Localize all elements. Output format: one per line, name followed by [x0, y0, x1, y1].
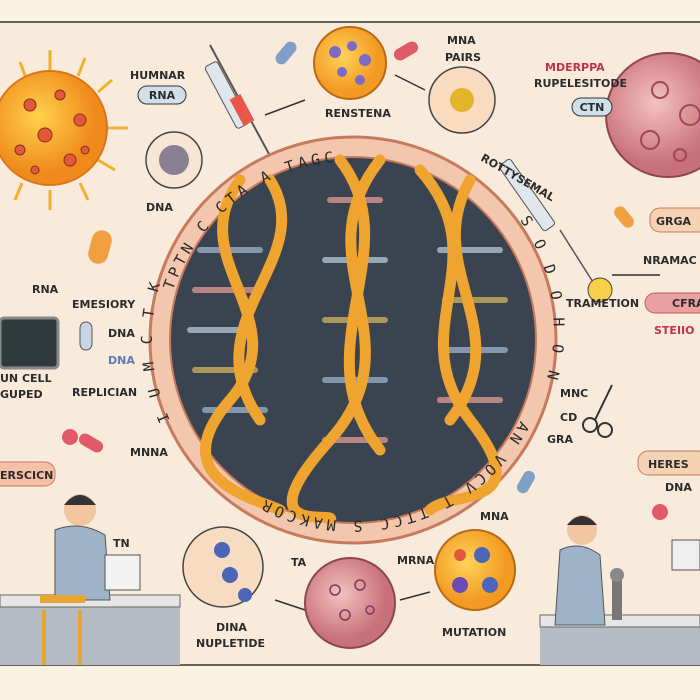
- syringe-icon: [499, 158, 613, 303]
- rna-pill: RNA: [137, 85, 187, 105]
- capsule-icons: [62, 41, 668, 520]
- label-humnar: HUMNAR: [130, 69, 186, 82]
- label-un-cell: UN CELL: [0, 372, 52, 385]
- label-pairs: PAIRS: [445, 51, 481, 64]
- helix: [200, 154, 502, 526]
- arrow: [399, 591, 431, 601]
- ctn-pill: CTN: [571, 97, 613, 117]
- scientist-right: [539, 515, 700, 665]
- dna-ring: TPTN C CTA A TAGC S O D O H O N AN VOCV …: [138, 135, 564, 545]
- label-mnc: MNC: [560, 387, 588, 400]
- ctn-pill-label: CTN: [580, 101, 605, 114]
- label-dna-3: DNA: [108, 354, 135, 367]
- scissors-icon: [582, 384, 613, 438]
- label-trametion: TRAMETION: [566, 297, 639, 310]
- label-mnna: MNNA: [130, 446, 168, 459]
- label-gra: GRA: [547, 433, 573, 446]
- label-dna-2: DNA: [108, 327, 135, 340]
- label-mutation: MUTATION: [442, 626, 506, 639]
- scientist-left: [0, 494, 181, 665]
- cell-mna-pairs: [428, 66, 496, 134]
- arrow: [394, 74, 426, 91]
- cell-renstena: [313, 26, 387, 100]
- erscicn-pill: ERSCICN: [0, 461, 56, 487]
- erscicn-pill-label: ERSCICN: [0, 469, 53, 482]
- label-cd: CD: [560, 411, 577, 424]
- label-renstena: RENSTENA: [325, 107, 391, 120]
- rna-pill-label: RNA: [149, 89, 176, 102]
- label-nramac: NRAMAC: [643, 254, 697, 267]
- grga-pill: GRGA: [649, 207, 700, 233]
- label-ta: TA: [291, 556, 307, 569]
- label-rna: RNA: [32, 283, 59, 296]
- cell-virus: [145, 131, 203, 189]
- label-tn: TN: [113, 537, 130, 550]
- monitor-icon: [0, 316, 60, 370]
- syringe-icon: [204, 44, 276, 166]
- label-mna: MNA: [447, 34, 476, 47]
- heres-pill-label: HERES: [648, 458, 689, 471]
- cfra-pill: CFRA: [644, 292, 700, 314]
- cfra-pill-label: CFRA: [672, 297, 700, 310]
- label-steiio: STEIIO: [654, 324, 694, 337]
- label-dna-right: DNA: [665, 481, 692, 494]
- grga-pill-label: GRGA: [656, 215, 692, 228]
- label-nupletide: NUPLETIDE: [196, 637, 265, 650]
- label-emesiory: EMESIORY: [72, 298, 136, 311]
- label-guped: GUPED: [0, 388, 43, 401]
- tumor-cell-bottom: [304, 557, 396, 649]
- cell-dina-nupletide: [182, 526, 264, 608]
- label-rupelesitode: RUPELESITODE: [534, 77, 627, 90]
- label-mna-2: MNA: [480, 510, 509, 523]
- label-dina: DINA: [216, 621, 247, 634]
- label-replician: REPLICIAN: [72, 386, 137, 399]
- tumor-cell: [605, 52, 700, 178]
- label-mrna: MRNA: [397, 554, 435, 567]
- arrow: [274, 599, 306, 611]
- label-mderppa: MDERPPA: [545, 61, 605, 74]
- cell-mutation: [434, 529, 516, 611]
- label-dna-1: DNA: [146, 201, 173, 214]
- arrow: [264, 99, 306, 116]
- heres-pill: HERES: [637, 450, 700, 476]
- sun-cell-icon: [0, 50, 128, 210]
